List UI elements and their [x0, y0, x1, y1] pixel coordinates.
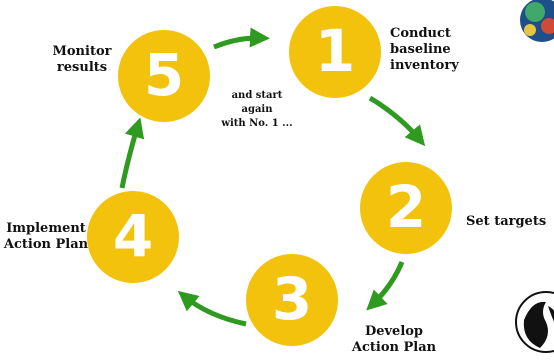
- step-1-circle: [289, 6, 381, 98]
- globe-logo-icon: [520, 0, 554, 42]
- step-1-label: Conduct baseline inventory: [390, 26, 459, 73]
- arrow-3-to-4: [177, 290, 247, 327]
- step-4-number: 4: [112, 202, 154, 270]
- arrow-4-to-5: [119, 117, 145, 189]
- step-4-circle: [87, 191, 179, 283]
- organization-seal-icon: [515, 291, 554, 353]
- loop-note: and start again with No. 1 ...: [221, 90, 293, 129]
- arrow-2-to-3: [366, 261, 405, 311]
- step-5-label: Monitor results: [52, 44, 112, 75]
- step-3-label: Develop Action Plan: [351, 324, 437, 355]
- step-2-circle: [360, 162, 452, 254]
- arrow-5-to-1: [213, 27, 270, 50]
- step-5-circle: [118, 30, 210, 122]
- step-4-label: Implement Action Plan: [3, 221, 89, 252]
- arrow-1-to-2: [368, 95, 426, 147]
- step-2-label: Set targets: [466, 214, 547, 229]
- step-1-number: 1: [314, 17, 356, 85]
- step-5-number: 5: [143, 41, 185, 109]
- step-3-circle: [246, 254, 338, 346]
- step-3-number: 3: [271, 265, 313, 333]
- step-2-number: 2: [385, 173, 427, 241]
